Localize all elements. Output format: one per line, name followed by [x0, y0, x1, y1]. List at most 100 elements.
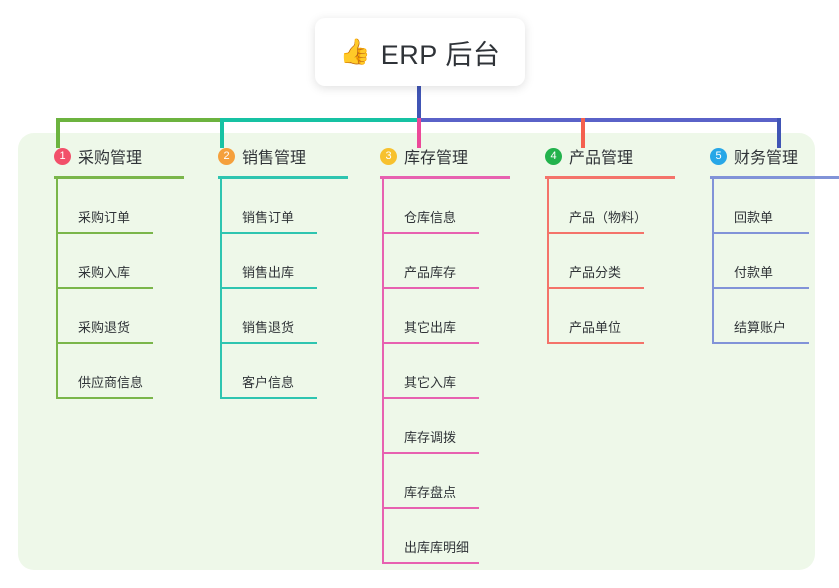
list-item[interactable]: 出库库明细 — [382, 509, 522, 564]
page-title: ERP 后台 — [380, 39, 501, 70]
column-5: 5 财务管理回款单付款单结算账户 — [692, 144, 839, 344]
list-item[interactable]: 结算账户 — [712, 289, 839, 344]
column-header-2[interactable]: 2 销售管理 — [200, 144, 306, 168]
connector-bus-green — [56, 118, 222, 122]
list-item[interactable]: 销售出库 — [220, 234, 360, 289]
column-title: 库存管理 — [404, 150, 469, 167]
column-title: 财务管理 — [734, 150, 799, 167]
list-item[interactable]: 付款单 — [712, 234, 839, 289]
list-item[interactable]: 产品（物料） — [547, 179, 687, 234]
list-item-underline — [382, 562, 479, 564]
connector-drop-3 — [417, 118, 421, 148]
column-spine — [56, 179, 58, 399]
list-item-label: 其它入库 — [404, 375, 457, 390]
list-item[interactable]: 库存盘点 — [382, 454, 522, 509]
list-item-underline — [382, 342, 479, 344]
list-item[interactable]: 供应商信息 — [56, 344, 196, 399]
list-item[interactable]: 产品库存 — [382, 234, 522, 289]
list-item-label: 产品（物料） — [569, 210, 648, 225]
connector-drop-5 — [777, 118, 781, 148]
list-item-underline — [220, 287, 317, 289]
list-item-underline — [547, 232, 644, 234]
thumbs-up-icon: 👍 — [339, 37, 371, 66]
list-item-label: 结算账户 — [734, 320, 787, 335]
connector-bus-purple — [417, 118, 781, 122]
connector-drop-1 — [56, 118, 60, 148]
list-item-underline — [547, 287, 644, 289]
list-item-underline — [382, 232, 479, 234]
list-item[interactable]: 其它出库 — [382, 289, 522, 344]
column-underline — [545, 176, 675, 179]
list-item[interactable]: 仓库信息 — [382, 179, 522, 234]
column-items: 仓库信息产品库存其它出库其它入库库存调拨库存盘点出库库明细 — [382, 179, 522, 564]
list-item-label: 库存调拨 — [404, 430, 457, 445]
list-item-label: 产品分类 — [569, 265, 622, 280]
column-underline — [710, 176, 839, 179]
list-item[interactable]: 采购入库 — [56, 234, 196, 289]
list-item-label: 库存盘点 — [404, 485, 457, 500]
column-title: 产品管理 — [569, 150, 634, 167]
column-badge-2: 2 — [218, 147, 235, 165]
list-item-underline — [382, 287, 479, 289]
column-spine — [547, 179, 549, 344]
list-item-underline — [712, 232, 809, 234]
column-spine — [220, 179, 222, 399]
column-header-1[interactable]: 1 采购管理 — [36, 144, 142, 168]
list-item-label: 产品单位 — [569, 320, 622, 335]
list-item-underline — [220, 397, 317, 399]
column-underline — [218, 176, 348, 179]
diagram-title-card: 👍 ERP 后台 — [315, 18, 525, 86]
column-items: 产品（物料） 产品分类产品单位 — [547, 179, 687, 344]
list-item-underline — [547, 342, 644, 344]
column-header-3[interactable]: 3 库存管理 — [362, 144, 468, 168]
column-spine — [712, 179, 714, 344]
column-underline — [54, 176, 184, 179]
column-badge-3: 3 — [380, 147, 397, 165]
column-badge-1: 1 — [54, 147, 71, 165]
list-item-label: 出库库明细 — [404, 540, 470, 555]
list-item-label: 销售退货 — [242, 320, 295, 335]
column-items: 销售订单销售出库销售退货客户信息 — [220, 179, 360, 399]
list-item[interactable]: 回款单 — [712, 179, 839, 234]
list-item-underline — [712, 342, 809, 344]
list-item[interactable]: 产品单位 — [547, 289, 687, 344]
list-item[interactable]: 库存调拨 — [382, 399, 522, 454]
list-item-label: 采购订单 — [78, 210, 131, 225]
list-item[interactable]: 产品分类 — [547, 234, 687, 289]
connector-drop-4 — [581, 118, 585, 148]
list-item[interactable]: 采购退货 — [56, 289, 196, 344]
column-badge-4: 4 — [545, 147, 562, 165]
list-item-label: 销售出库 — [242, 265, 295, 280]
list-item-label: 产品库存 — [404, 265, 457, 280]
column-items: 采购订单采购入库采购退货供应商信息 — [56, 179, 196, 399]
column-title: 采购管理 — [78, 150, 143, 167]
list-item-underline — [382, 507, 479, 509]
column-title: 销售管理 — [242, 150, 307, 167]
list-item[interactable]: 采购订单 — [56, 179, 196, 234]
list-item-underline — [220, 232, 317, 234]
list-item[interactable]: 客户信息 — [220, 344, 360, 399]
column-items: 回款单付款单结算账户 — [712, 179, 839, 344]
list-item[interactable]: 销售退货 — [220, 289, 360, 344]
list-item-underline — [382, 397, 479, 399]
list-item-underline — [56, 342, 153, 344]
column-header-4[interactable]: 4 产品管理 — [527, 144, 633, 168]
list-item-label: 采购退货 — [78, 320, 131, 335]
list-item-underline — [56, 287, 153, 289]
list-item-label: 回款单 — [734, 210, 774, 225]
column-badge-5: 5 — [710, 147, 727, 165]
list-item-label: 仓库信息 — [404, 210, 457, 225]
list-item-label: 其它出库 — [404, 320, 457, 335]
column-spine — [382, 179, 384, 564]
list-item[interactable]: 其它入库 — [382, 344, 522, 399]
list-item[interactable]: 销售订单 — [220, 179, 360, 234]
list-item-underline — [712, 287, 809, 289]
list-item-label: 采购入库 — [78, 265, 131, 280]
list-item-underline — [56, 232, 153, 234]
column-header-5[interactable]: 5 财务管理 — [692, 144, 798, 168]
diagram-panel — [18, 133, 815, 570]
connector-stem — [417, 86, 421, 122]
list-item-label: 付款单 — [734, 265, 774, 280]
list-item-label: 客户信息 — [242, 375, 295, 390]
